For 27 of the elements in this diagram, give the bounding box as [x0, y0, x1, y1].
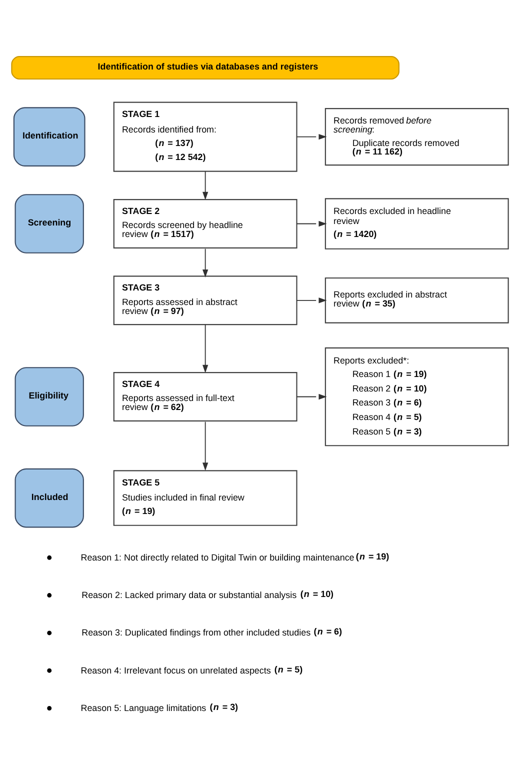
node-box: Reports excluded in abstract review (n = 35) [324, 277, 509, 324]
arrow [296, 298, 327, 304]
arrow [202, 170, 208, 200]
node-box: Included [14, 468, 84, 528]
label: Reason 4: Irrelevant focus on unrelated aspects (n = 5) [80, 664, 303, 676]
node-box: Identification [13, 107, 86, 166]
arrow [296, 394, 327, 400]
node-box: STAGE 4 Reports assessed in full-text review (n = 62) [113, 372, 298, 422]
node-box: Records removed before screening: Duplicate records removed (n = 11 162) [324, 108, 509, 166]
node-box: STAGE 1 Records identified from: (n = 137) (n = 12 542) [113, 102, 298, 172]
node-box: Eligibility [14, 367, 84, 426]
node-box: Records excluded in headline review (n = 1420) [324, 198, 509, 250]
node-box: STAGE 2 Records screened by headline review (n = 1517) [113, 199, 298, 248]
arrow [202, 324, 208, 374]
label: Reason 1: Not directly related to Digital Twin or building maintenance (n = 19) [80, 551, 390, 562]
arrow [296, 220, 327, 227]
node-box: STAGE 3 Reports assessed in abstract review (n = 97) [113, 276, 298, 326]
node-box: Reports excluded*: Reason 1 (n = 19) Reason 2 (n = 10) Reason 3 (n = 6) Reason 4 (n = 5) Reason 5 (n = 3) [324, 347, 509, 446]
node-box: STAGE 5 Studies included in final review (n = 19) [113, 470, 298, 526]
label: Reason 5: Language limitations (n = 3) [80, 702, 238, 713]
arrow [202, 248, 208, 278]
arrow [296, 134, 327, 140]
arrow [202, 421, 208, 471]
node-box: Identification of studies via databases and registers [11, 56, 400, 80]
label: Reason 3: Duplicated findings from other included studies (n = 6) [82, 626, 342, 638]
label: Reason 2: Lacked primary data or substantial analysis (n = 10) [82, 589, 334, 600]
node-box: Screening [14, 194, 84, 254]
